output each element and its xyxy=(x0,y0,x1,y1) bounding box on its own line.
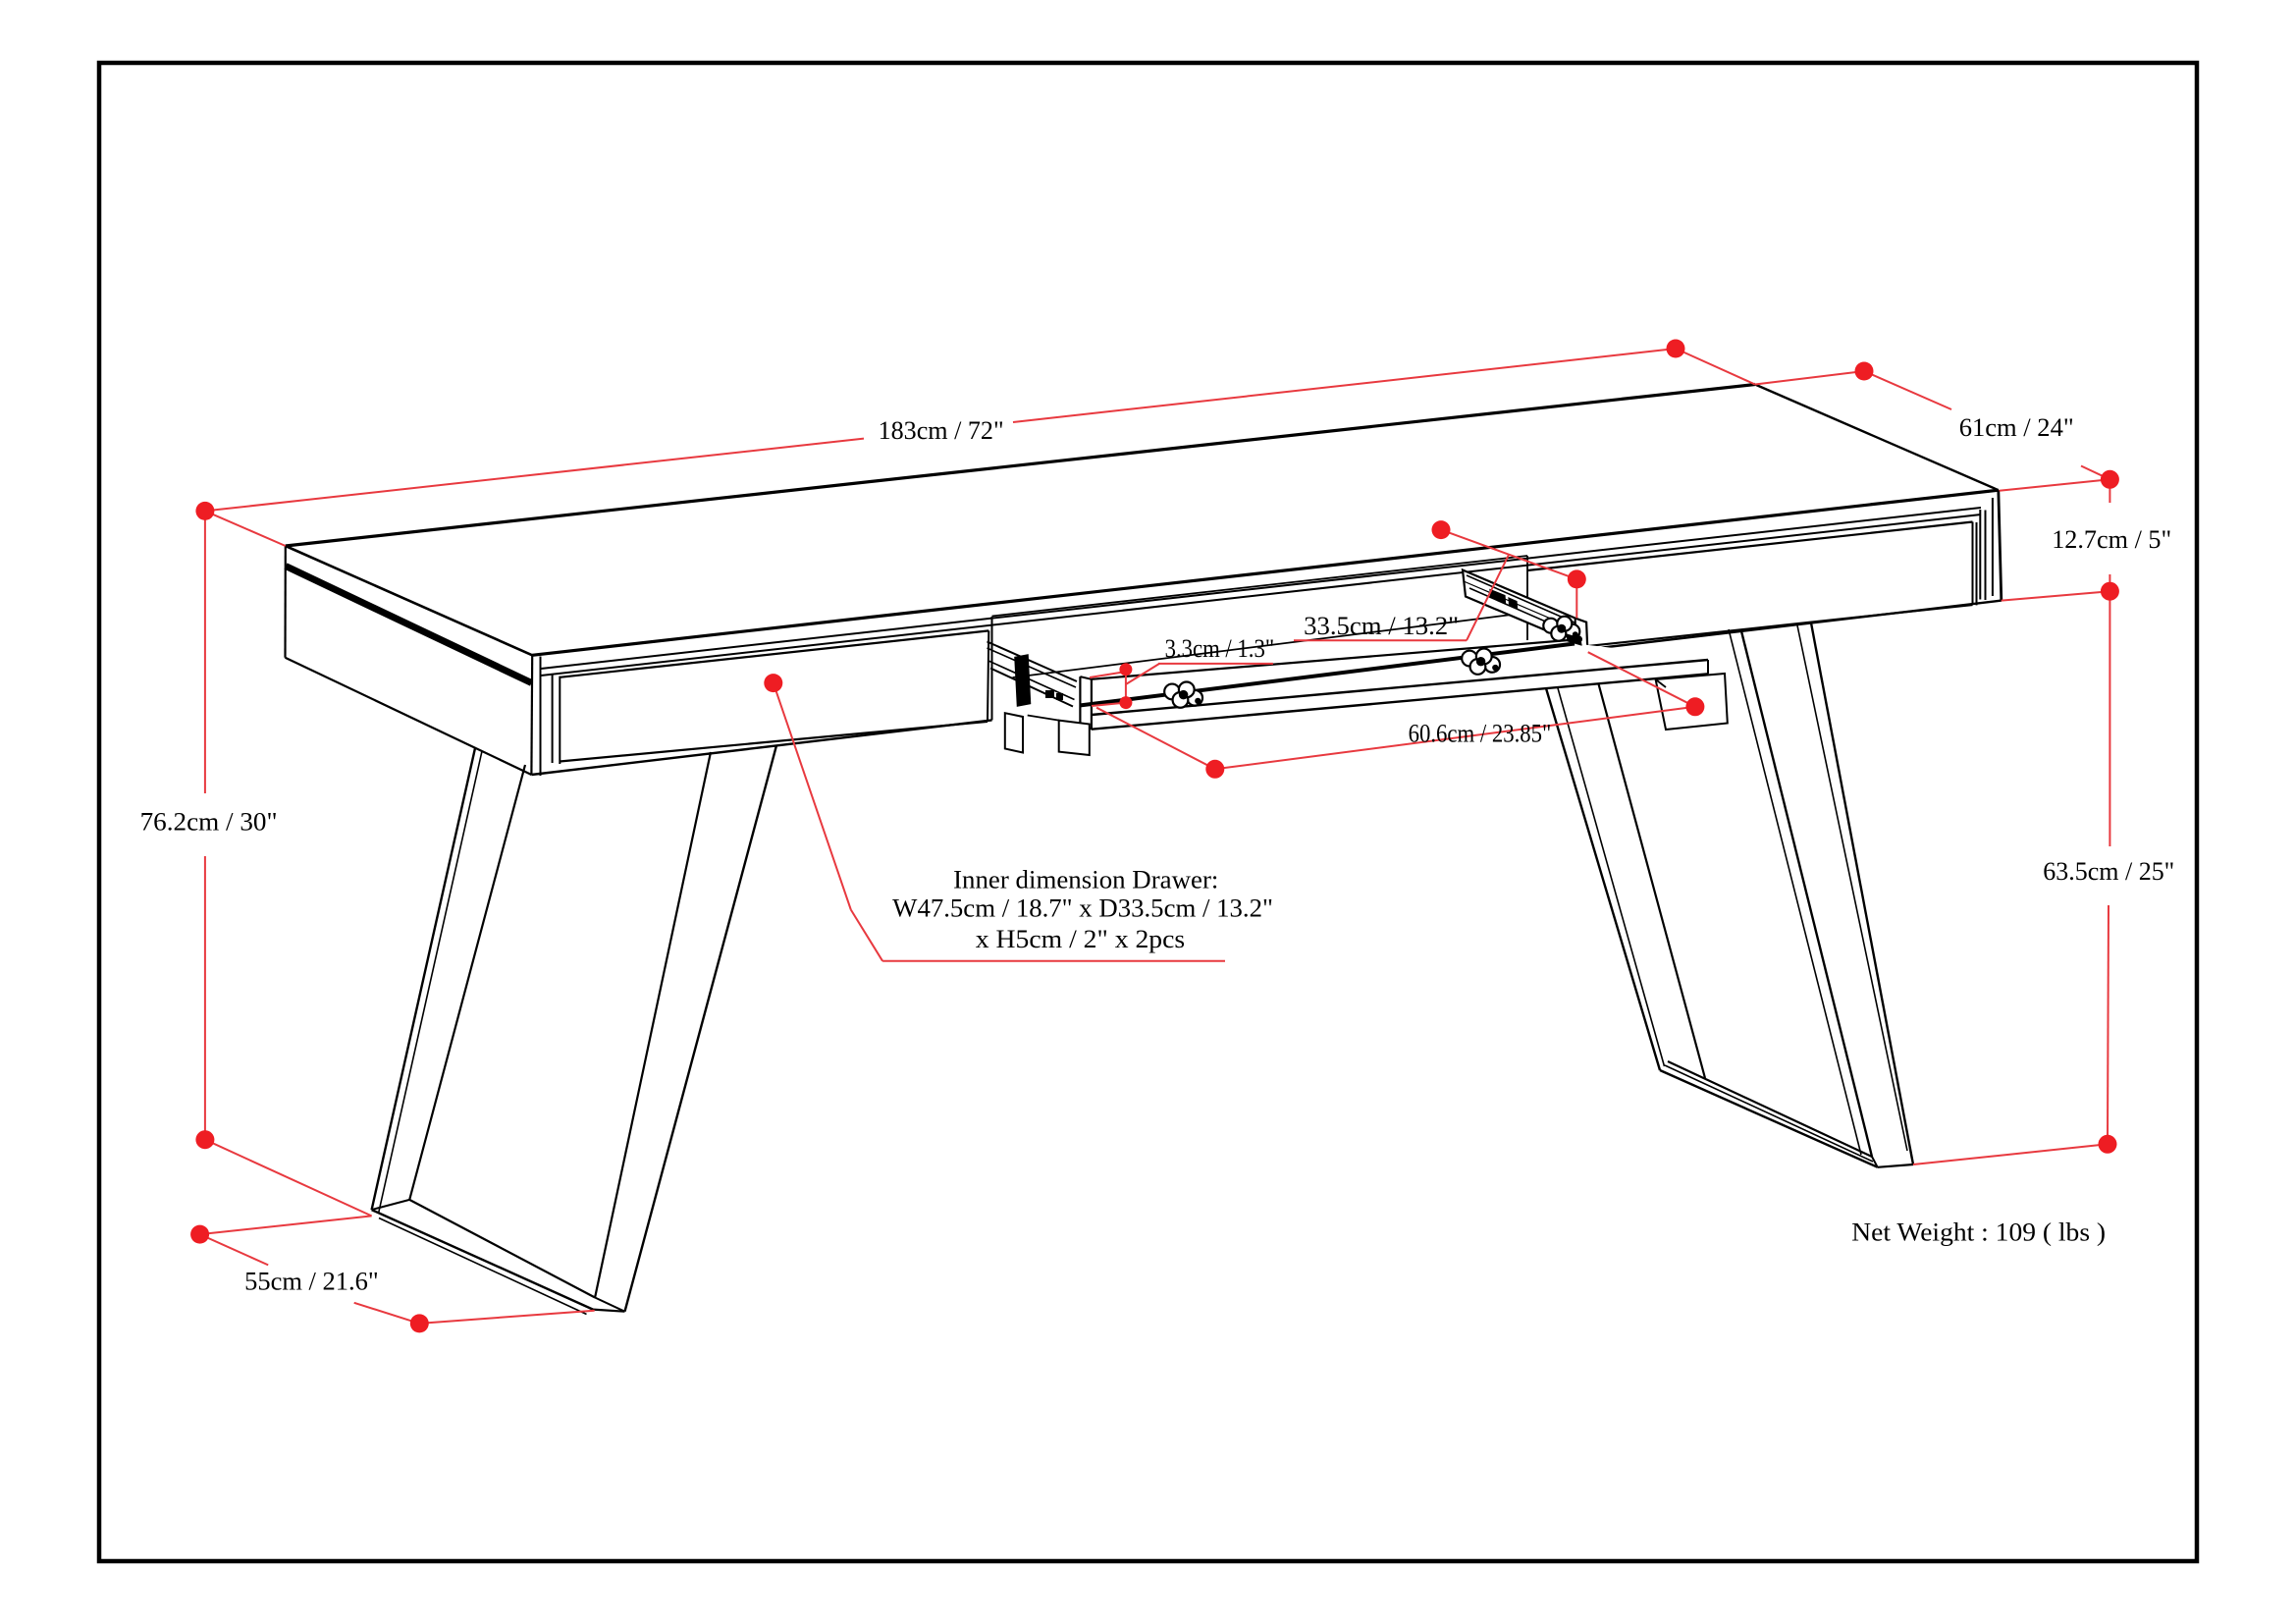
svg-text:x H5cm / 2" x 2pcs: x H5cm / 2" x 2pcs xyxy=(976,924,1185,953)
svg-text:Inner dimension Drawer:: Inner dimension Drawer: xyxy=(953,864,1218,893)
svg-text:W47.5cm / 18.7" x D33.5cm / 13: W47.5cm / 18.7" x D33.5cm / 13.2" xyxy=(892,893,1273,922)
svg-text:63.5cm / 25": 63.5cm / 25" xyxy=(2043,856,2174,886)
svg-text:55cm / 21.6": 55cm / 21.6" xyxy=(244,1267,379,1296)
svg-text:183cm / 72": 183cm / 72" xyxy=(879,415,1004,445)
svg-text:61cm / 24": 61cm / 24" xyxy=(1959,412,2074,442)
svg-text:76.2cm / 30": 76.2cm / 30" xyxy=(140,807,278,837)
svg-text:Net Weight : 109 ( lbs ): Net Weight : 109 ( lbs ) xyxy=(1851,1217,2106,1246)
svg-text:3.3cm / 1.3": 3.3cm / 1.3" xyxy=(1165,633,1275,663)
svg-text:12.7cm / 5": 12.7cm / 5" xyxy=(2052,524,2171,554)
svg-text:33.5cm / 13.2": 33.5cm / 13.2" xyxy=(1304,611,1459,640)
svg-text:60.6cm / 23.85": 60.6cm / 23.85" xyxy=(1409,719,1552,748)
